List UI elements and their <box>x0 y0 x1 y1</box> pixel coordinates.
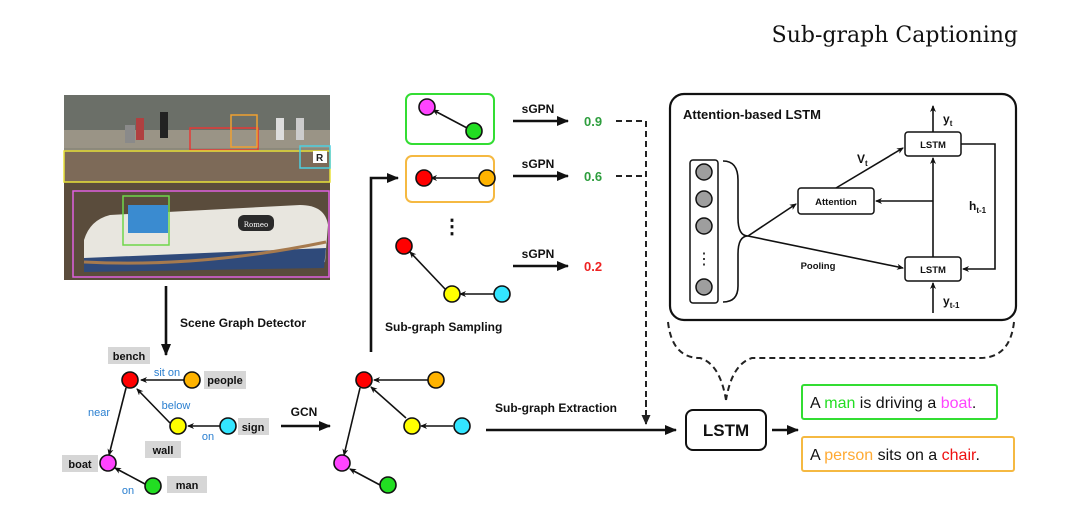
subgraph-candidate-3 <box>395 237 511 303</box>
rel-sit-on: sit on <box>154 367 180 379</box>
candidates-ellipsis: ⋮ <box>442 216 462 238</box>
gcn-node-boat <box>333 454 351 472</box>
lstm-bottom-label: LSTM <box>920 265 946 276</box>
edge-wall-bench <box>136 388 171 424</box>
bbox-bench <box>189 127 259 151</box>
rel-near: near <box>88 407 110 419</box>
attention-to-lstm-arrow <box>835 147 904 189</box>
gcn-node-people <box>427 371 445 389</box>
node-people <box>183 371 201 389</box>
recurrent-loop-arrow <box>961 143 996 272</box>
lstm-top-label: LSTM <box>920 140 946 151</box>
score-2: 0.6 <box>584 169 602 184</box>
subgraph-extraction-label: Sub-graph Extraction <box>495 401 617 415</box>
subgraph-candidate-1 <box>405 93 495 145</box>
sgpn-label-2: sGPN <box>522 157 555 171</box>
subgraph-sampling-label: Sub-graph Sampling <box>385 320 502 334</box>
lstm-box <box>685 409 767 451</box>
node-man <box>144 477 162 495</box>
score-3: 0.2 <box>584 259 602 274</box>
node-wall <box>169 417 187 435</box>
bbox-sign <box>299 145 331 169</box>
attention-panel-title: Attention-based LSTM <box>683 107 821 122</box>
input-photo: Romeo R <box>63 95 331 280</box>
feature-node <box>695 217 713 235</box>
scene-graph: bench people wall sign boat man sit on b… <box>62 347 269 497</box>
sgpn-label-3: sGPN <box>522 247 555 261</box>
tag-wall-bg <box>145 441 181 458</box>
node-sign <box>219 417 237 435</box>
sgpn-label-1: sGPN <box>522 102 555 116</box>
subgraph-candidate-2 <box>405 155 496 203</box>
gcn-edge <box>370 386 407 419</box>
tag-bench: bench <box>113 351 146 363</box>
tag-sign: sign <box>242 422 265 434</box>
tag-people-bg <box>204 371 246 389</box>
caption-2-box <box>801 436 1015 472</box>
gcn-label: GCN <box>291 405 318 419</box>
zoom-bracket-right <box>725 321 1015 401</box>
pooling-label: Pooling <box>801 261 836 272</box>
brace-to-attention-arrow <box>747 203 797 237</box>
feature-node <box>695 190 713 208</box>
zoom-bracket-left <box>667 321 727 401</box>
tag-sign-bg <box>238 418 269 435</box>
brick-wall <box>64 150 330 182</box>
tag-man-bg <box>167 476 207 493</box>
sampling-arrow <box>369 173 399 352</box>
bbox-boat <box>72 190 330 278</box>
edge-man-boat <box>114 467 146 485</box>
node-boat <box>99 454 117 472</box>
tag-bench-bg <box>108 347 150 364</box>
caption-2-text: A person sits on a chair. <box>810 447 980 464</box>
rel-on-man: on <box>122 485 134 497</box>
selection-dashed-line-1 <box>616 120 647 410</box>
tag-man: man <box>176 480 199 492</box>
scene-graph-detector-label: Scene Graph Detector <box>180 316 306 330</box>
tag-boat: boat <box>68 459 92 471</box>
boat-name: Romeo <box>244 221 268 229</box>
gcn-node-wall <box>403 417 421 435</box>
node-bench <box>121 371 139 389</box>
y-out-label: yt <box>943 112 953 128</box>
caption-1-text: A man is driving a boat. <box>810 395 976 412</box>
caption-1: A man is driving a boat. <box>801 384 998 420</box>
score-1: 0.9 <box>584 114 602 129</box>
gcn-node-bench <box>355 371 373 389</box>
bbox-people <box>230 114 258 148</box>
svg-text:R: R <box>316 153 324 164</box>
tag-wall: wall <box>152 445 174 457</box>
gcn-graph <box>333 371 471 494</box>
bbox-man <box>122 195 170 246</box>
y-in-label: yt-1 <box>943 294 960 310</box>
gcn-edge <box>342 387 361 456</box>
rel-below: below <box>162 400 191 412</box>
caption-2: A person sits on a chair. <box>801 436 1015 472</box>
attention-lstm-panel: Attention-based LSTM ⋮ Attention LSTM LS… <box>668 92 1018 322</box>
gcn-edge <box>349 468 381 486</box>
edge-bench-boat <box>107 387 127 456</box>
lstm-label: LSTM <box>703 421 749 440</box>
pooling-arrow <box>747 235 904 270</box>
v-label: Vt <box>857 152 868 168</box>
gcn-node-man <box>379 476 397 494</box>
feature-ellipsis: ⋮ <box>696 251 712 268</box>
gcn-node-sign <box>453 417 471 435</box>
h-label: ht-1 <box>969 199 987 215</box>
caption-1-box <box>801 384 998 420</box>
feature-node <box>695 278 713 296</box>
rel-on-sign: on <box>202 431 214 443</box>
attention-label: Attention <box>815 197 857 208</box>
tag-boat-bg <box>62 455 98 472</box>
tag-people: people <box>207 375 242 387</box>
figure-title: Sub-graph Captioning <box>772 23 1018 48</box>
feature-node <box>695 163 713 181</box>
